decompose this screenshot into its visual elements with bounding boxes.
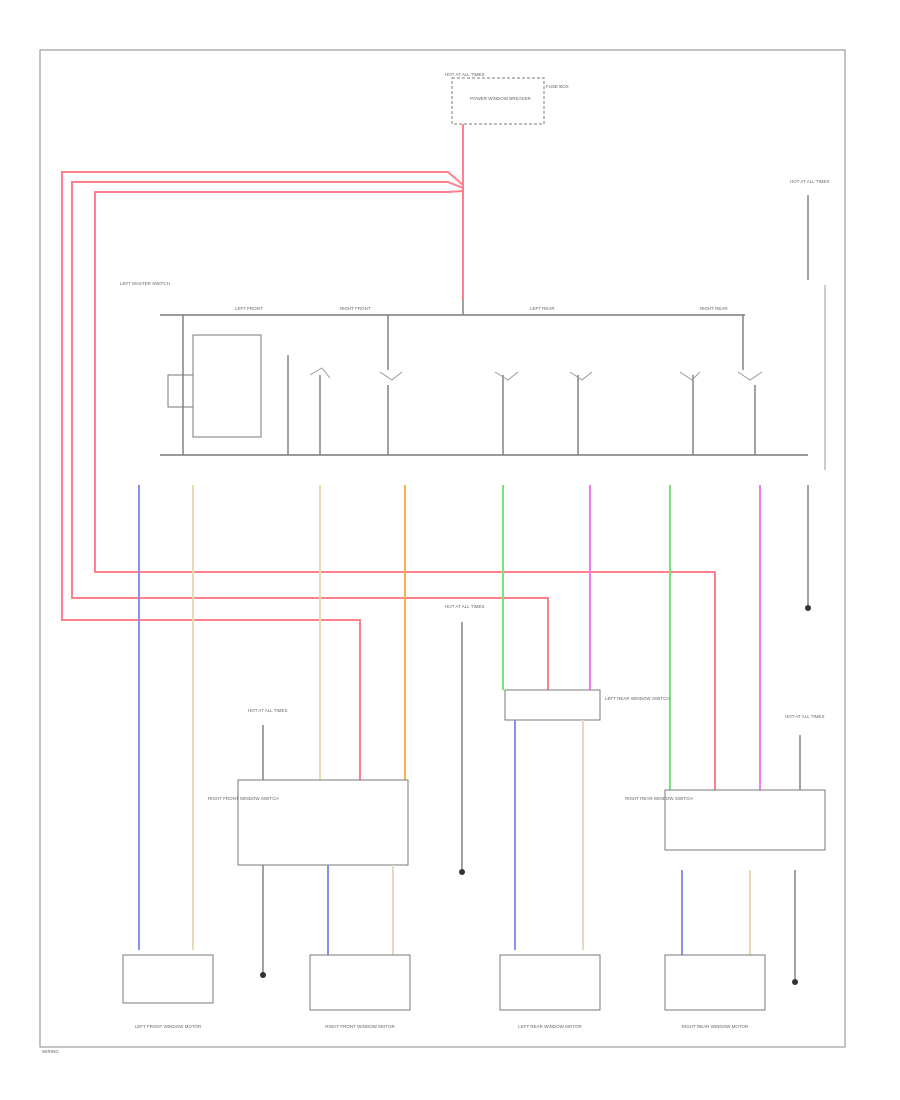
ground-symbol-rr [792, 979, 798, 985]
diagram-frame [39, 49, 846, 1048]
svg-text:LEFT REAR WINDOW MOTOR: LEFT REAR WINDOW MOTOR [518, 1024, 582, 1029]
footer-tag: WIRING [42, 1049, 59, 1054]
master-switch-label: LEFT MASTER SWITCH [120, 281, 170, 286]
lr-header: LEFT REAR [530, 306, 555, 311]
rf-switch-body [237, 779, 409, 866]
ground-symbol-top-right [805, 605, 811, 611]
rf-header: RIGHT FRONT [340, 306, 371, 311]
rr-switch-body [664, 789, 826, 851]
lr-switch-label: LEFT REAR WINDOW SWITCH [605, 696, 670, 701]
ground-symbol-rf [260, 972, 266, 978]
red-wire-rr [94, 190, 716, 790]
hot-label-lr: HOT AT ALL TIMES [445, 604, 485, 609]
motor-rr: RIGHT REAR WINDOW MOTOR [664, 954, 766, 1029]
fuse-box-label: FUSE BOX [546, 84, 569, 89]
svg-text:RIGHT FRONT WINDOW MOTOR: RIGHT FRONT WINDOW MOTOR [325, 1024, 395, 1029]
auto-module-outline [192, 334, 262, 438]
ground-symbol-center [459, 869, 465, 875]
hot-label: HOT AT ALL TIMES [445, 72, 485, 77]
hot-label-right: HOT AT ALL TIMES [790, 179, 830, 184]
fuse-label: POWER WINDOW BREAKER [470, 96, 532, 101]
lf-header: LEFT FRONT [235, 306, 263, 311]
svg-text:RIGHT REAR WINDOW MOTOR: RIGHT REAR WINDOW MOTOR [682, 1024, 749, 1029]
motor-rf: RIGHT FRONT WINDOW MOTOR [309, 954, 411, 1029]
red-wire-rf [61, 171, 464, 780]
rr-header: RIGHT REAR [700, 306, 728, 311]
lr-switch-body [504, 689, 601, 721]
hot-label-rr: HOT AT ALL TIMES [785, 714, 825, 719]
hot-label-rf: HOT AT ALL TIMES [248, 708, 288, 713]
master-switch-contacts [182, 300, 763, 455]
svg-text:LEFT FRONT WINDOW MOTOR: LEFT FRONT WINDOW MOTOR [135, 1024, 202, 1029]
motor-lr: LEFT REAR WINDOW MOTOR [499, 954, 601, 1029]
red-wire-lr [71, 181, 549, 690]
fuse-box [451, 77, 545, 125]
rr-switch-label: RIGHT REAR WINDOW SWITCH [625, 796, 693, 801]
motor-lf: LEFT FRONT WINDOW MOTOR [122, 954, 214, 1029]
rf-switch-label: RIGHT FRONT WINDOW SWITCH [208, 796, 279, 801]
